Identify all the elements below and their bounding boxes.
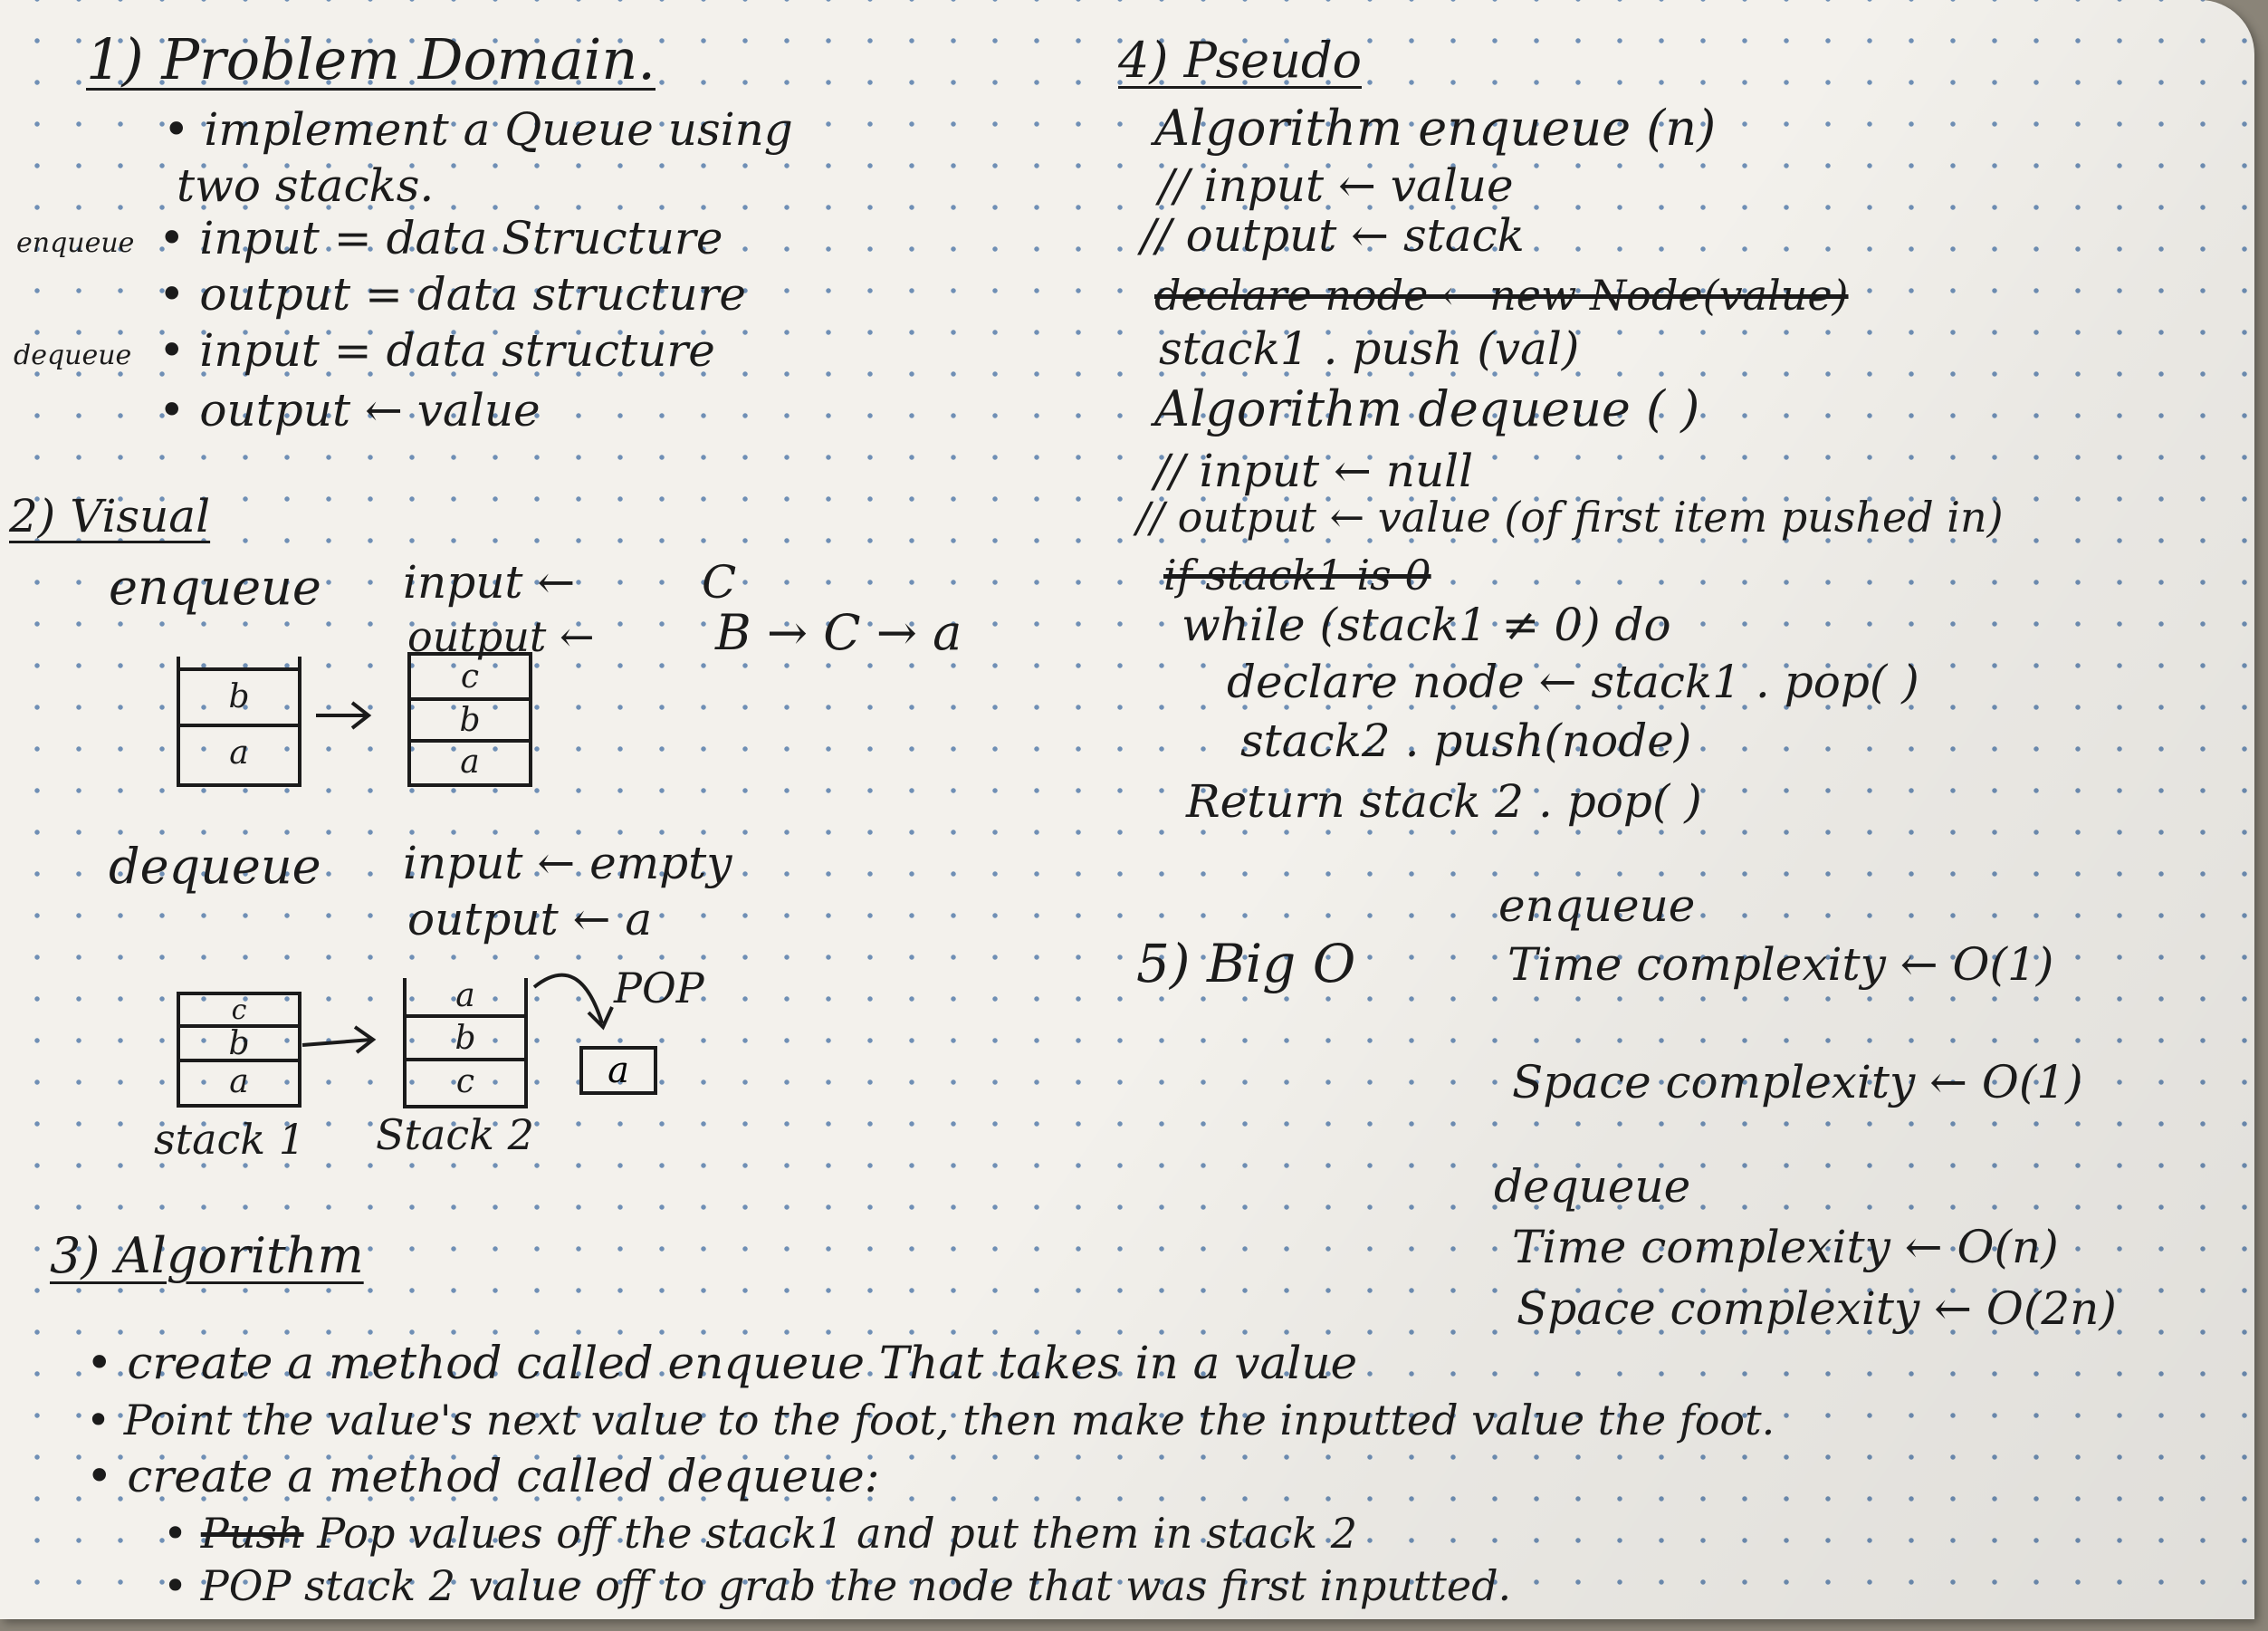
stack-cell: b: [177, 667, 301, 727]
pop-arrow-icon: [532, 973, 614, 1031]
stack-cell: c: [403, 1058, 528, 1108]
pseudo-dequeue-input: // input ← null: [1154, 445, 1474, 497]
pseudo-enqueue-algorithm: Algorithm enqueue (n): [1154, 100, 1717, 157]
enqueue-stack-before: b a: [177, 657, 301, 787]
visual-enqueue-input-value: C: [702, 556, 737, 609]
big-o-dequeue-time: Time complexity ← O(n): [1512, 1221, 2059, 1273]
pseudo-push-line: stack2 . push(node): [1240, 715, 1692, 767]
pseudo-enqueue-input: // input ← value: [1159, 159, 1514, 212]
algorithm-line-2: • Point the value's next value to the fo…: [86, 1396, 1775, 1444]
visual-dequeue-input: input ← empty: [403, 837, 732, 889]
visual-heading: 2) Visual: [9, 490, 211, 542]
pseudo-enqueue-output: // output ← stack: [1141, 209, 1525, 262]
algorithm-line-4: • Push Pop values off the stack1 and put…: [163, 1509, 1358, 1558]
pseudo-return-line: Return stack 2 . pop( ): [1186, 775, 1702, 828]
arrow-right-icon: [301, 1025, 377, 1054]
stack-cell: c: [177, 992, 301, 1028]
pop-label: POP: [614, 964, 704, 1012]
pseudo-declare-line: declare node ← stack1 . pop( ): [1227, 656, 1919, 708]
stack-cell: a: [407, 739, 532, 787]
enqueue-side-tag: enqueue: [16, 227, 135, 259]
problem-domain-heading: 1) Problem Domain.: [86, 26, 656, 92]
stack2-label: Stack 2: [376, 1110, 534, 1159]
enqueue-stack-after: c b a: [407, 652, 532, 787]
visual-dequeue-label: dequeue: [109, 838, 321, 895]
stack-cell: c: [407, 652, 532, 701]
algorithm-heading: 3) Algorithm: [50, 1227, 364, 1284]
dequeue-side-tag: dequeue: [14, 340, 132, 371]
stack-cell: b: [407, 697, 532, 743]
big-o-enqueue-space: Space complexity ← O(1): [1512, 1056, 2083, 1108]
dequeue-output-line: • output ← value: [158, 384, 541, 437]
pseudo-dequeue-algorithm: Algorithm dequeue ( ): [1154, 380, 1700, 437]
stack-cell: b: [177, 1024, 301, 1062]
stack-cell: a: [455, 977, 475, 1014]
stack1-label: stack 1: [154, 1115, 306, 1164]
visual-enqueue-output-value: B → C → a: [715, 604, 962, 661]
enqueue-input-line: • input = data Structure: [158, 212, 723, 264]
algorithm-line-3: • create a method called dequeue:: [86, 1450, 880, 1502]
big-o-enqueue-label: enqueue: [1498, 879, 1696, 932]
pseudo-dequeue-struck-line: if stack1 is 0: [1163, 551, 1431, 600]
stack-cell: b: [403, 1014, 528, 1061]
stack-cell: a: [177, 724, 301, 787]
algorithm-line-1: • create a method called enqueue That ta…: [86, 1337, 1358, 1389]
visual-enqueue-label: enqueue: [109, 559, 321, 616]
pseudo-dequeue-output: // output ← value (of first item pushed …: [1136, 493, 2004, 542]
dequeue-input-line: • input = data structure: [158, 324, 715, 377]
struck-word: Push: [200, 1509, 304, 1558]
problem-domain-line-1: • implement a Queue using: [163, 103, 793, 156]
stack-cell: a: [177, 1059, 301, 1108]
pseudo-heading: 4) Pseudo: [1118, 32, 1362, 89]
visual-enqueue-output: output ←: [407, 612, 595, 661]
stack1-diagram: c b a: [177, 992, 301, 1108]
visual-enqueue-input: input ←: [403, 556, 576, 609]
pseudo-enqueue-struck-line: declare node ← new Node(value): [1154, 271, 1849, 320]
algorithm-line-4-text: Pop values off the stack1 and put them i…: [317, 1509, 1358, 1558]
stack2-diagram: a b c: [403, 977, 528, 1108]
arrow-right-icon: [316, 701, 372, 730]
pseudo-enqueue-push: stack1 . push (val): [1159, 322, 1580, 375]
enqueue-output-line: • output = data structure: [158, 268, 747, 321]
popped-value-box: a: [579, 1046, 657, 1095]
big-o-dequeue-space: Space complexity ← O(2n): [1517, 1282, 2117, 1335]
algorithm-line-5: • POP stack 2 value off to grab the node…: [163, 1561, 1512, 1610]
visual-dequeue-output: output ← a: [407, 893, 653, 945]
big-o-dequeue-label: dequeue: [1494, 1160, 1691, 1213]
big-o-heading: 5) Big O: [1136, 933, 1356, 994]
big-o-enqueue-time: Time complexity ← O(1): [1507, 938, 2054, 991]
pseudo-while-line: while (stack1 ≠ 0) do: [1182, 599, 1671, 651]
problem-domain-line-2: two stacks.: [177, 159, 435, 212]
